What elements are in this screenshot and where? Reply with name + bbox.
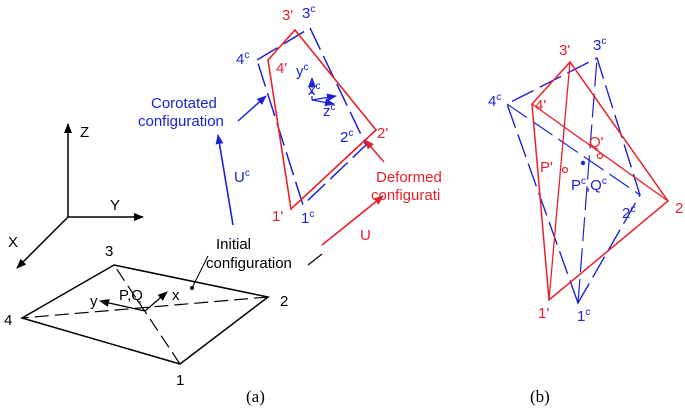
b-corotated-diag-2-4 [506, 103, 641, 196]
b-node-1c: 1c [577, 307, 590, 325]
y-axis-label: Y [110, 197, 120, 214]
corotated-local-y-label: yc [296, 62, 309, 80]
deformed-configuration: 1' 2' 3' 4' Deformed configurati U [267, 7, 442, 246]
b-node-1prime: 1' [538, 305, 549, 322]
initial-node-1: 1 [176, 372, 184, 389]
caption-b: (b) [530, 387, 550, 406]
caption-a: (a) [246, 387, 265, 406]
initial-configuration: 1 2 3 4 P,Q x y Initial configuration [4, 236, 323, 389]
local-x-arrow [144, 291, 168, 312]
initial-node-4: 4 [4, 312, 12, 329]
b-deformed-diag-1-3 [548, 61, 571, 301]
global-axes: Z Y X [8, 123, 144, 269]
b-node-2: 2 [675, 200, 683, 217]
initial-point-pq: P,Q [119, 287, 143, 304]
initial-local-y-label: y [90, 293, 98, 310]
deformed-node-3: 3' [282, 7, 293, 24]
b-label-pprime: P' [540, 159, 553, 176]
deformed-node-4: 4' [276, 60, 287, 77]
x-axis [16, 216, 69, 269]
initial-label-line2: configuration [206, 255, 292, 272]
b-corotated-element [506, 56, 641, 305]
corotated-local-x-arrow [311, 93, 337, 102]
initial-label-line1: Initial [216, 236, 251, 253]
deformed-label-line1: Deformed [376, 169, 442, 186]
initial-diagonal-1-3 [113, 264, 181, 365]
corotated-label-line1: Corotated [151, 95, 217, 112]
deformed-displacement-label: U [360, 227, 371, 244]
b-point-pq [580, 160, 586, 166]
b-corotated-diag-1-3 [577, 57, 598, 304]
initial-node-2: 2 [280, 293, 288, 310]
deformed-label-line2: configurati [371, 187, 440, 204]
corotated-configuration: yc xc zc 1c 2c 3c 4c Corotated configura… [138, 4, 367, 227]
z-axis-label: Z [80, 124, 89, 141]
corotated-label-line2: configuration [138, 113, 224, 130]
deformed-displacement-arrow [321, 195, 384, 246]
corotated-local-x-label: xc [308, 81, 321, 99]
b-node-4prime: 4' [535, 97, 546, 114]
initial-leader-2 [191, 255, 209, 289]
b-deformed-diag-2-4 [531, 103, 669, 202]
initial-diagonal-2-4 [21, 296, 269, 319]
corotated-node-4: 4c [236, 50, 249, 68]
deformed-node-2: 2' [377, 125, 388, 142]
corotated-node-1: 1c [301, 209, 314, 227]
deformed-node-1: 1' [272, 208, 283, 225]
b-node-3c: 3c [593, 36, 606, 54]
corotated-node-3: 3c [302, 4, 315, 22]
b-label-pq: Pc,Qc [571, 176, 607, 194]
initial-node-3: 3 [105, 243, 113, 260]
corotated-local-z-arrow [311, 98, 335, 107]
panel-b: 1' 1c 2c 2 3' 3c 4c 4' P' Q' Pc,Qc [488, 36, 683, 325]
b-node-2c: 2c [622, 204, 635, 222]
deformed-element [267, 28, 378, 211]
b-point-pprime [561, 166, 569, 174]
corotated-local-z-label: zc [323, 102, 336, 120]
b-node-4c: 4c [488, 92, 501, 110]
initial-leader [307, 253, 323, 266]
b-point-qprime [596, 152, 604, 160]
corotated-node-2: 2c [340, 128, 353, 146]
corotated-displacement-arrow [215, 134, 234, 226]
initial-element [20, 264, 270, 365]
deformed-leader [364, 139, 385, 163]
corotated-leader [237, 95, 267, 122]
b-label-qprime: Q' [589, 134, 604, 151]
local-y-arrow [99, 299, 146, 312]
b-node-3prime: 3' [559, 42, 570, 59]
initial-local-x-label: x [172, 287, 180, 304]
x-axis-label: X [8, 234, 18, 251]
corotated-displacement-label: Uc [234, 168, 250, 186]
